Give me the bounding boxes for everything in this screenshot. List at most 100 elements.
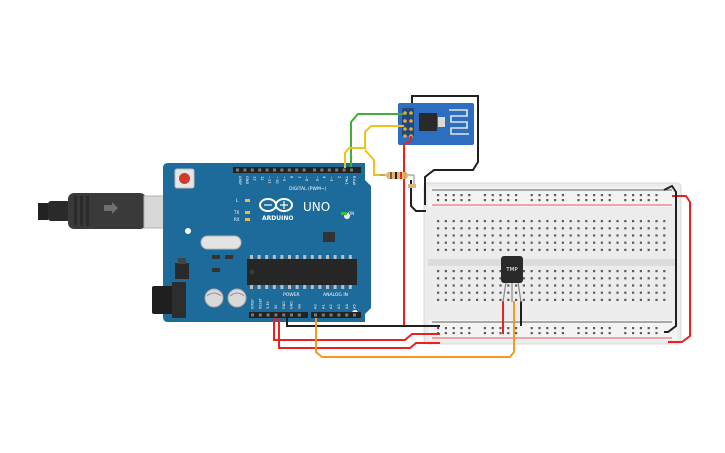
breadboard-hole[interactable]: [554, 220, 557, 223]
breadboard-hole[interactable]: [499, 241, 502, 244]
breadboard-hole[interactable]: [546, 234, 549, 237]
breadboard-hole[interactable]: [491, 227, 494, 230]
esp8266-wifi-module[interactable]: [398, 103, 474, 145]
breadboard-hole[interactable]: [624, 332, 627, 335]
breadboard-hole[interactable]: [593, 332, 596, 335]
digital-pin-socket[interactable]: [287, 168, 291, 172]
breadboard-hole[interactable]: [632, 234, 635, 237]
breadboard-hole[interactable]: [538, 284, 541, 287]
power-pin-socket[interactable]: [274, 313, 278, 317]
breadboard-hole[interactable]: [483, 298, 486, 301]
breadboard-hole[interactable]: [530, 298, 533, 301]
breadboard-hole[interactable]: [546, 248, 549, 251]
breadboard-hole[interactable]: [530, 241, 533, 244]
breadboard-hole[interactable]: [632, 220, 635, 223]
breadboard-hole[interactable]: [476, 298, 479, 301]
breadboard-hole[interactable]: [554, 234, 557, 237]
breadboard-hole[interactable]: [483, 277, 486, 280]
breadboard-hole[interactable]: [437, 327, 440, 330]
breadboard-hole[interactable]: [647, 234, 650, 237]
breadboard-hole[interactable]: [483, 199, 486, 202]
power-pin-socket[interactable]: [282, 313, 286, 317]
breadboard-hole[interactable]: [632, 277, 635, 280]
breadboard-hole[interactable]: [554, 327, 557, 330]
breadboard-hole[interactable]: [663, 241, 666, 244]
breadboard-hole[interactable]: [585, 241, 588, 244]
digital-pin-socket[interactable]: [236, 168, 239, 172]
power-pin-socket[interactable]: [297, 313, 301, 317]
breadboard-hole[interactable]: [483, 194, 486, 197]
breadboard-hole[interactable]: [546, 227, 549, 230]
breadboard-hole[interactable]: [624, 194, 627, 197]
breadboard-hole[interactable]: [437, 199, 440, 202]
breadboard-hole[interactable]: [460, 284, 463, 287]
power-header[interactable]: [249, 312, 308, 318]
breadboard-hole[interactable]: [460, 234, 463, 237]
breadboard-hole[interactable]: [483, 327, 486, 330]
breadboard-hole[interactable]: [522, 248, 525, 251]
breadboard-hole[interactable]: [483, 332, 486, 335]
breadboard-hole[interactable]: [624, 220, 627, 223]
breadboard-hole[interactable]: [499, 248, 502, 251]
breadboard-hole[interactable]: [632, 194, 635, 197]
breadboard-hole[interactable]: [608, 332, 611, 335]
breadboard-hole[interactable]: [515, 241, 518, 244]
breadboard-hole[interactable]: [499, 194, 502, 197]
breadboard-hole[interactable]: [639, 248, 642, 251]
breadboard-hole[interactable]: [585, 194, 588, 197]
breadboard-hole[interactable]: [655, 199, 658, 202]
breadboard-hole[interactable]: [585, 248, 588, 251]
breadboard-hole[interactable]: [452, 220, 455, 223]
breadboard-hole[interactable]: [624, 227, 627, 230]
breadboard-hole[interactable]: [554, 291, 557, 294]
breadboard-hole[interactable]: [569, 220, 572, 223]
breadboard-hole[interactable]: [468, 332, 471, 335]
breadboard-hole[interactable]: [546, 284, 549, 287]
breadboard-hole[interactable]: [468, 241, 471, 244]
breadboard-hole[interactable]: [515, 220, 518, 223]
power-pin-socket[interactable]: [251, 313, 254, 317]
breadboard-hole[interactable]: [452, 270, 455, 273]
breadboard-hole[interactable]: [452, 291, 455, 294]
digital-pin-socket[interactable]: [258, 168, 262, 172]
breadboard-hole[interactable]: [491, 194, 494, 197]
breadboard-hole[interactable]: [632, 227, 635, 230]
breadboard-hole[interactable]: [616, 227, 619, 230]
breadboard-hole[interactable]: [569, 248, 572, 251]
breadboard-hole[interactable]: [663, 220, 666, 223]
breadboard-hole[interactable]: [538, 241, 541, 244]
breadboard-hole[interactable]: [444, 227, 447, 230]
breadboard-hole[interactable]: [585, 199, 588, 202]
breadboard-hole[interactable]: [452, 227, 455, 230]
breadboard-hole[interactable]: [600, 298, 603, 301]
breadboard-hole[interactable]: [452, 327, 455, 330]
breadboard-hole[interactable]: [624, 277, 627, 280]
breadboard-hole[interactable]: [476, 248, 479, 251]
breadboard-hole[interactable]: [515, 194, 518, 197]
breadboard-hole[interactable]: [647, 277, 650, 280]
breadboard-hole[interactable]: [663, 234, 666, 237]
breadboard-hole[interactable]: [538, 332, 541, 335]
breadboard-hole[interactable]: [647, 291, 650, 294]
breadboard-hole[interactable]: [468, 270, 471, 273]
breadboard-hole[interactable]: [639, 327, 642, 330]
breadboard-hole[interactable]: [639, 241, 642, 244]
breadboard-hole[interactable]: [632, 298, 635, 301]
breadboard-hole[interactable]: [561, 220, 564, 223]
digital-pin-socket[interactable]: [265, 168, 269, 172]
breadboard-hole[interactable]: [655, 241, 658, 244]
breadboard-hole[interactable]: [437, 291, 440, 294]
breadboard-hole[interactable]: [593, 234, 596, 237]
breadboard-hole[interactable]: [585, 298, 588, 301]
breadboard-hole[interactable]: [647, 241, 650, 244]
breadboard-hole[interactable]: [561, 277, 564, 280]
breadboard-hole[interactable]: [561, 270, 564, 273]
breadboard-hole[interactable]: [561, 241, 564, 244]
breadboard-hole[interactable]: [663, 270, 666, 273]
breadboard-hole[interactable]: [600, 291, 603, 294]
breadboard-hole[interactable]: [655, 270, 658, 273]
breadboard-hole[interactable]: [655, 332, 658, 335]
breadboard-hole[interactable]: [632, 199, 635, 202]
breadboard-hole[interactable]: [600, 327, 603, 330]
breadboard-hole[interactable]: [663, 284, 666, 287]
